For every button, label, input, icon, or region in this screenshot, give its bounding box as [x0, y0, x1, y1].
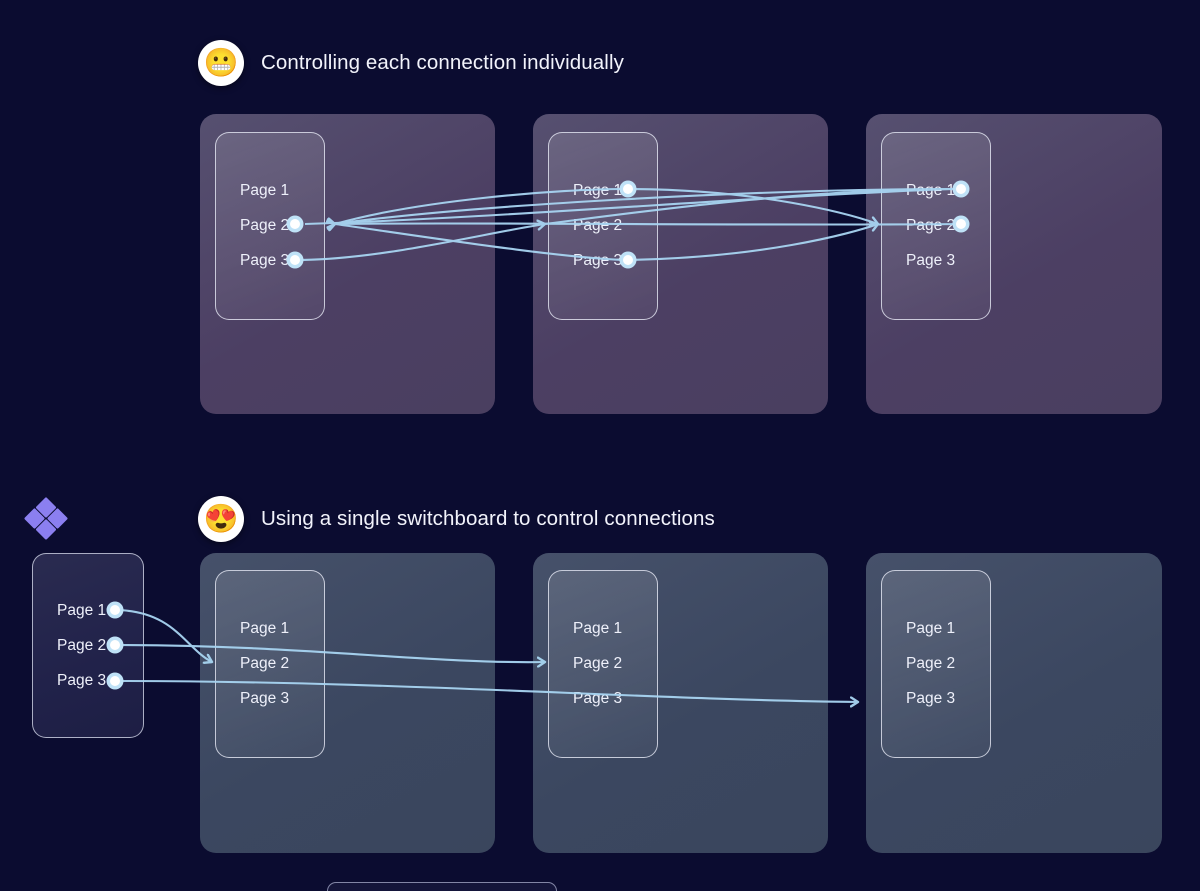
section-title-individual: Controlling each connection individually	[261, 51, 624, 74]
heart-eyes-icon: 😍	[198, 496, 244, 542]
page-row[interactable]: Page 1	[906, 182, 956, 199]
page-row[interactable]: Page 3	[240, 252, 290, 269]
page-card-switchboard-2[interactable]: Page 1 Page 2 Page 3	[548, 570, 658, 758]
page-row[interactable]: Page 1	[57, 601, 107, 619]
page-row[interactable]: Page 2	[906, 655, 956, 672]
section-heading-switchboard: 😍 Using a single switchboard to control …	[198, 496, 715, 542]
page-row[interactable]: Page 3	[906, 690, 956, 707]
page-row[interactable]: Page 1	[906, 620, 956, 637]
panel-individual-3[interactable]	[866, 114, 1162, 414]
switchboard-card[interactable]: Page 1 Page 2 Page 3	[32, 553, 144, 738]
page-card-switchboard-3[interactable]: Page 1 Page 2 Page 3	[881, 570, 991, 758]
page-row[interactable]: Page 1	[573, 620, 623, 637]
page-row[interactable]: Page 2	[57, 636, 107, 654]
page-row[interactable]: Page 3	[573, 252, 623, 269]
page-card-switchboard-1[interactable]: Page 1 Page 2 Page 3	[215, 570, 325, 758]
page-row[interactable]: Page 1	[240, 182, 290, 199]
diamond-logo	[24, 496, 68, 540]
bottom-toolbar[interactable]	[327, 882, 557, 891]
grimacing-face-icon: 😬	[198, 40, 244, 86]
panel-individual-2[interactable]	[533, 114, 828, 414]
page-row[interactable]: Page 3	[906, 252, 956, 269]
page-card-individual-3[interactable]: Page 1 Page 2 Page 3	[881, 132, 991, 320]
page-row[interactable]: Page 2	[573, 655, 623, 672]
page-row[interactable]: Page 1	[240, 620, 290, 637]
panel-switchboard-3[interactable]	[866, 553, 1162, 853]
page-card-individual-1[interactable]: Page 1 Page 2 Page 3	[215, 132, 325, 320]
panel-individual-1[interactable]	[200, 114, 495, 414]
page-row[interactable]: Page 3	[240, 690, 290, 707]
page-row[interactable]: Page 2	[240, 655, 290, 672]
page-row[interactable]: Page 2	[906, 217, 956, 234]
page-row[interactable]: Page 2	[573, 217, 623, 234]
page-card-individual-2[interactable]: Page 1 Page 2 Page 3	[548, 132, 658, 320]
page-row[interactable]: Page 3	[57, 671, 107, 689]
section-title-switchboard: Using a single switchboard to control co…	[261, 507, 715, 530]
section-heading-individual: 😬 Controlling each connection individual…	[198, 40, 624, 86]
page-row[interactable]: Page 1	[573, 182, 623, 199]
page-row[interactable]: Page 3	[573, 690, 623, 707]
page-row[interactable]: Page 2	[240, 217, 290, 234]
